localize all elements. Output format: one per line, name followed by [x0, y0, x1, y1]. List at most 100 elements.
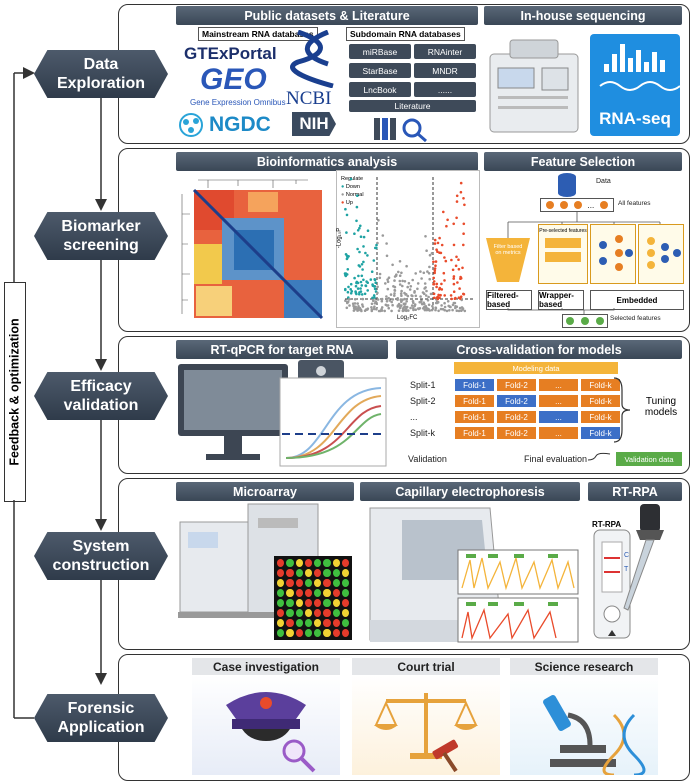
volcano-point — [360, 274, 364, 278]
volcano-point — [357, 308, 360, 312]
volcano-point — [352, 306, 356, 310]
volcano-point — [438, 288, 441, 291]
volcano-point — [390, 309, 393, 313]
volcano-point — [398, 306, 402, 310]
mainstream-title: Mainstream RNA databases — [198, 27, 318, 41]
microarray-spot — [341, 609, 349, 617]
volcano-point — [407, 309, 410, 312]
volcano-point — [454, 296, 457, 300]
volcano-point — [378, 272, 382, 276]
gtex-logo-text: GTExPortal — [184, 44, 277, 63]
volcano-point — [435, 248, 438, 251]
qpcr-illustration — [178, 360, 387, 467]
case-panel — [192, 675, 340, 775]
volcano-point — [463, 309, 467, 313]
volcano-point — [391, 263, 394, 267]
volcano-point — [383, 309, 386, 313]
volcano-point — [406, 294, 410, 298]
volcano-point — [426, 299, 430, 302]
modeling-data-box: Modeling data — [454, 362, 618, 374]
volcano-point — [389, 293, 393, 296]
ngdc-logo: NGDC — [176, 112, 271, 138]
volcano-point — [355, 292, 358, 296]
volcano-point — [451, 308, 454, 312]
volcano-point — [452, 275, 456, 278]
volcano-point — [386, 280, 390, 284]
volcano-point — [434, 306, 437, 309]
volcano-point — [428, 277, 431, 281]
volcano-point — [404, 293, 407, 296]
legend-normal: ● Normal — [341, 192, 364, 198]
microarray-spot — [277, 629, 285, 637]
volcano-xlabel: Log₂FC — [397, 315, 418, 321]
volcano-point — [345, 306, 349, 310]
volcano-point — [462, 232, 465, 235]
microarray-spot — [295, 589, 303, 597]
volcano-point — [348, 298, 351, 301]
volcano-point — [345, 273, 349, 276]
fs-connectors — [507, 212, 661, 314]
fs-embedded: Embedded — [590, 290, 684, 310]
fold-cell: Fold-1 — [454, 378, 495, 392]
volcano-point — [411, 278, 414, 282]
rpa-c-mark: C — [624, 552, 630, 559]
volcano-point — [445, 309, 449, 313]
volcano-point — [402, 308, 405, 312]
volcano-point — [433, 296, 436, 300]
volcano-point — [385, 304, 389, 307]
microarray-spot — [286, 629, 294, 637]
volcano-point — [375, 243, 378, 247]
microarray-spot — [314, 569, 322, 577]
fold-cell: Fold-2 — [496, 394, 537, 408]
microarray-spot — [286, 569, 294, 577]
validation-data-box: Validation data — [616, 452, 682, 466]
volcano-point — [356, 247, 359, 251]
microarray-spot — [323, 559, 331, 567]
volcano-point — [424, 235, 427, 238]
volcano-point — [380, 306, 384, 309]
rpa-t-mark: T — [624, 566, 629, 573]
volcano-point — [410, 304, 414, 307]
microarray-spot — [304, 579, 312, 587]
fold-cell: Fold-2 — [496, 378, 537, 392]
volcano-point — [459, 190, 463, 194]
volcano-point — [369, 278, 373, 281]
volcano-point — [409, 285, 413, 288]
volcano-point — [408, 288, 412, 291]
volcano-point — [363, 292, 367, 296]
rnaseq-bars-icon — [599, 44, 681, 91]
volcano-point — [438, 236, 441, 240]
microarray-spot — [332, 579, 340, 587]
database-icon — [558, 173, 576, 197]
microarray-spot — [295, 609, 303, 617]
volcano-point — [350, 290, 354, 293]
volcano-point — [374, 301, 378, 304]
volcano-point — [435, 282, 439, 286]
volcano-point — [359, 290, 363, 293]
microarray-spot — [277, 609, 285, 617]
microarray-spot — [323, 569, 331, 577]
ce-illustration — [369, 507, 579, 643]
volcano-point — [345, 231, 348, 234]
volcano-point — [371, 299, 375, 303]
volcano-point — [425, 249, 428, 252]
cv-header: Cross-validation for models — [396, 340, 682, 359]
volcano-point — [405, 264, 408, 268]
volcano-point — [433, 271, 436, 275]
volcano-point — [439, 251, 443, 255]
microarray-spot — [323, 609, 331, 617]
volcano-ylabel: -Log₁₀P — [336, 227, 343, 249]
microarray-spot — [277, 589, 285, 597]
microscope-dna-icon — [543, 695, 646, 777]
volcano-point — [440, 282, 443, 286]
microarray-spot — [341, 579, 349, 587]
volcano-point — [385, 254, 389, 258]
volcano-point — [360, 284, 364, 287]
scales-gavel-icon — [374, 693, 478, 773]
volcano-point — [370, 302, 374, 306]
volcano-point — [449, 294, 453, 297]
volcano-point — [357, 264, 361, 267]
volcano-point — [362, 278, 365, 282]
volcano-point — [359, 235, 363, 238]
